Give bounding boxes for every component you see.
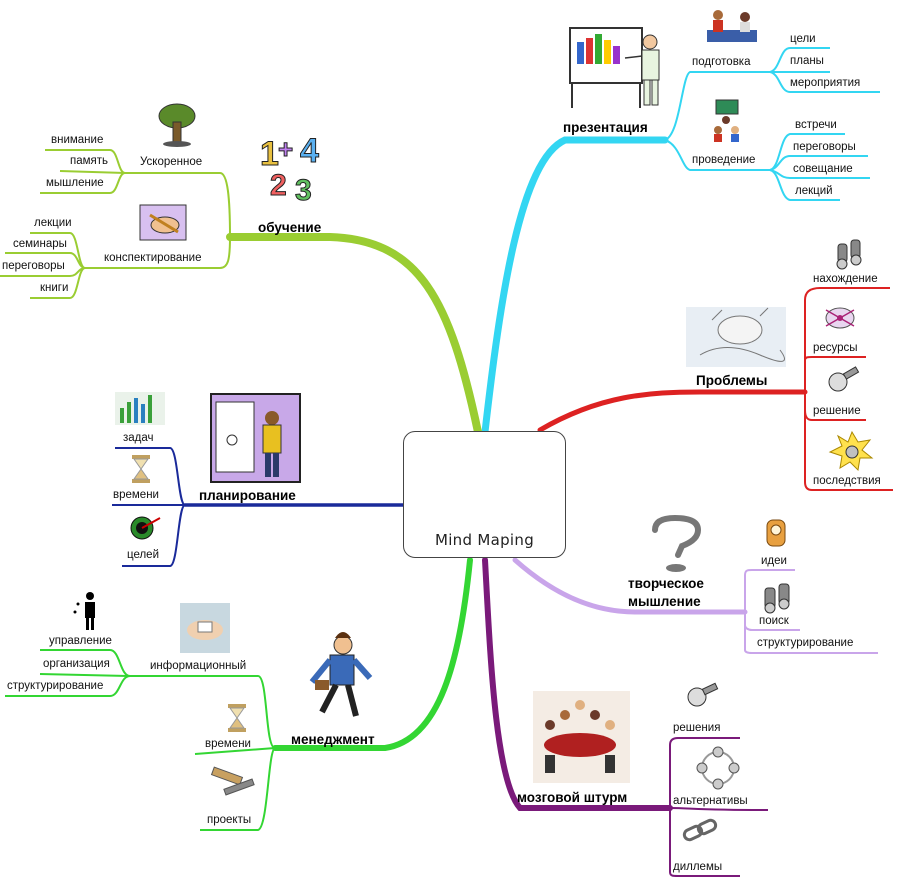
chain-links-icon (682, 818, 718, 842)
management-group-informacionnyy[interactable]: информационный (150, 660, 247, 672)
svg-text:1: 1 (260, 135, 279, 173)
brainstorm-subtree (669, 737, 769, 877)
resheniya-tools-icon (687, 682, 719, 707)
task-chart-icon (115, 392, 165, 425)
branch-problems-label[interactable]: Проблемы (696, 373, 768, 388)
learning-item-lekcii[interactable]: лекции (34, 217, 72, 229)
learning-subtree (0, 149, 231, 299)
brainstorm-meeting-icon (533, 691, 630, 783)
numbers-icon: 1 + 4 2 3 (260, 132, 320, 208)
branch-learning-label[interactable]: обучение (258, 220, 322, 235)
branch-presentation-label[interactable]: презентация (563, 120, 648, 135)
branch-brainstorm-label[interactable]: мозговой штурм (517, 790, 628, 805)
binoculars-icon (836, 239, 862, 270)
management-item-organizaciya[interactable]: организация (43, 658, 110, 670)
target-dart-icon (130, 516, 161, 540)
branch-presentation-line (481, 136, 669, 436)
branch-management-label[interactable]: менеджмент (291, 732, 375, 747)
problems-item-resursy[interactable]: ресурсы (813, 342, 858, 354)
writing-hand-icon (139, 204, 187, 241)
learning-item-knigi[interactable]: книги (40, 282, 69, 294)
learning-group-konspektirovanie[interactable]: конспектирование (104, 252, 202, 264)
problems-subtree (804, 287, 893, 491)
management-subtree (5, 649, 276, 831)
svg-text:4: 4 (300, 132, 319, 170)
planning-subtree (112, 447, 186, 567)
tree-icon (158, 103, 196, 147)
branch-management-line (272, 557, 473, 751)
search-binoculars-icon (764, 583, 790, 614)
svg-text:2: 2 (270, 169, 287, 202)
planning-presenter-icon (210, 393, 301, 483)
management-group-proekty[interactable]: проекты (207, 814, 252, 826)
learning-item-myshlenie[interactable]: мышление (46, 177, 104, 189)
branch-planning-label[interactable]: планирование (199, 488, 296, 503)
explosion-face-icon (828, 430, 874, 472)
project-tools-icon (210, 766, 255, 796)
learning-item-peregovory[interactable]: переговоры (2, 260, 65, 272)
svg-text:3: 3 (295, 174, 312, 207)
problems-item-reshenie[interactable]: решение (813, 405, 861, 417)
planning-item-celey[interactable]: целей (127, 549, 160, 561)
presentation-group-podgotovka[interactable]: подготовка (692, 56, 751, 68)
problems-item-nahozhdenie[interactable]: нахождение (813, 273, 878, 285)
management-group-vremeni[interactable]: времени (205, 738, 251, 750)
management-item-strukturirovanie[interactable]: структурирование (7, 680, 104, 692)
planning-item-zadach[interactable]: задач (123, 432, 154, 444)
creative-subtree (744, 569, 878, 654)
learning-item-vnimanie[interactable]: внимание (51, 134, 104, 146)
people-desk-icon (707, 10, 757, 42)
brainstorm-item-alternativy[interactable]: альтернативы (673, 795, 748, 807)
clock-icon (766, 519, 786, 547)
question-mark-icon (652, 514, 702, 572)
management-item-upravlenie[interactable]: управление (49, 635, 112, 647)
central-topic-title: Mind Maping (434, 531, 535, 549)
meeting-lecture-icon (714, 99, 739, 142)
central-topic-box[interactable] (403, 431, 566, 558)
learning-group-uskorennoe[interactable]: Ускоренное (140, 156, 203, 168)
branch-learning-line (226, 233, 482, 436)
hands-puzzle-icon (180, 603, 230, 653)
presentation-item-soveshchanie[interactable]: совещание (793, 163, 853, 175)
branch-brainstorm-line (482, 557, 673, 811)
problem-sketch-icon (686, 307, 786, 367)
presentation-item-celi[interactable]: цели (790, 33, 816, 45)
presentation-item-peregovory[interactable]: переговоры (793, 141, 856, 153)
creative-item-strukturirovanie[interactable]: структурирование (757, 637, 854, 649)
planning-item-vremeni[interactable]: времени (113, 489, 159, 501)
alternatives-cycle-icon (696, 746, 740, 790)
creative-item-idei[interactable]: идеи (761, 555, 787, 567)
tools-icon (828, 366, 860, 392)
businessman-running-icon (309, 632, 373, 717)
learning-item-seminary[interactable]: семинары (13, 238, 67, 250)
presentation-item-lekciy[interactable]: лекций (795, 185, 833, 197)
presentation-item-vstrechi[interactable]: встречи (795, 119, 837, 131)
presentation-item-meropriyatiya[interactable]: мероприятия (790, 77, 861, 89)
presentation-group-provedenie[interactable]: проведение (692, 154, 756, 166)
brainstorm-item-dilemmy[interactable]: диллемы (673, 861, 723, 873)
branch-creative-line (512, 557, 748, 615)
planning-hourglass-icon (132, 455, 150, 483)
brainstorm-item-resheniya[interactable]: решения (673, 722, 721, 734)
presentation-easel-icon (569, 27, 660, 108)
hourglass-icon (228, 704, 246, 732)
branch-problems-line (537, 389, 808, 433)
svg-text:+: + (278, 134, 293, 164)
branch-creative-label-line1[interactable]: творческое (628, 576, 704, 591)
resources-network-icon (825, 307, 855, 329)
learning-item-pamyat[interactable]: память (70, 155, 109, 167)
presentation-item-plany[interactable]: планы (790, 55, 824, 67)
creative-item-poisk[interactable]: поиск (759, 615, 789, 627)
branch-creative-label-line2[interactable]: мышление (628, 594, 701, 609)
presentation-subtree (664, 47, 880, 201)
problems-item-posledstviya[interactable]: последствия (813, 475, 881, 487)
silhouette-person-icon (73, 592, 95, 630)
